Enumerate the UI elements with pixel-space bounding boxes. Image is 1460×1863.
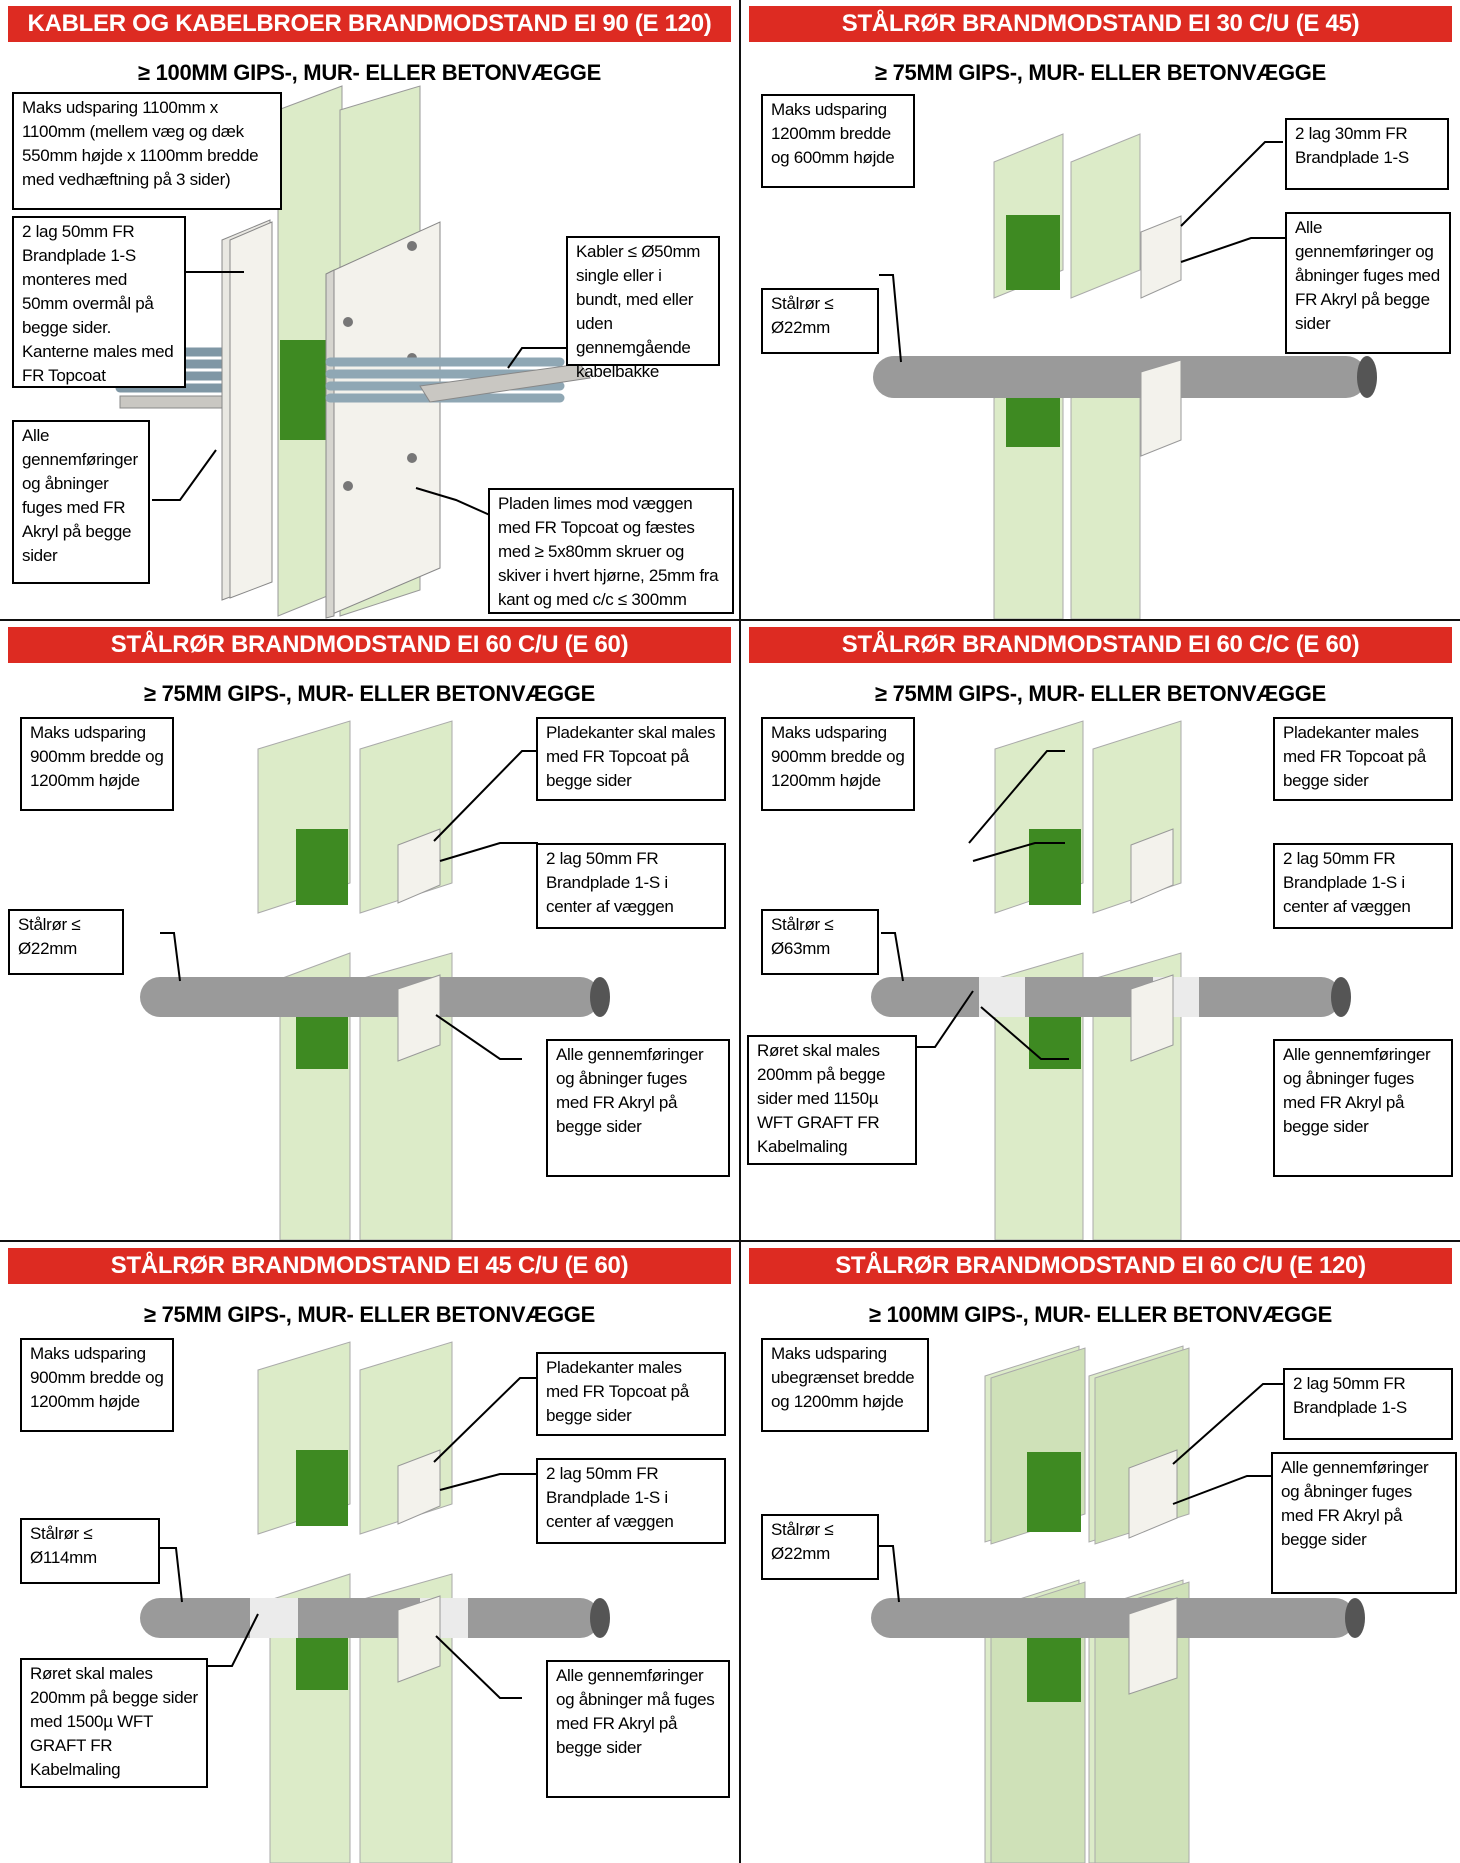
callout-pipe: Stålrør ≤ Ø114mm — [20, 1518, 160, 1584]
cable-penetration-illustration — [115, 85, 591, 619]
callout-pipe: Stålrør ≤ Ø63mm — [761, 909, 879, 975]
panel-subtitle: ≥ 75MM GIPS-, MUR- ELLER BETONVÆGGE — [144, 681, 595, 706]
panel-steel-pipe-ei45: STÅLRØR BRANDMODSTAND EI 45 C/U (E 60) ≥… — [0, 1242, 739, 1863]
column-divider — [739, 0, 741, 1863]
callout-pipe: Stålrør ≤ Ø22mm — [8, 909, 124, 975]
panel-subtitle: ≥ 75MM GIPS-, MUR- ELLER BETONVÆGGE — [875, 60, 1326, 85]
callout-opening: Maks udsparing 900mm bredde og 1200mm hø… — [20, 1338, 174, 1432]
steel-pipe-illustration — [140, 1341, 610, 1863]
callout-edges: Pladekanter skal males med FR Topcoat på… — [536, 717, 726, 801]
panel-subtitle: ≥ 75MM GIPS-, MUR- ELLER BETONVÆGGE — [144, 1302, 595, 1327]
callout-opening: Maks udsparing ubegrænset bredde og 1200… — [761, 1338, 929, 1432]
panel-steel-pipe-ei60-cu: STÅLRØR BRANDMODSTAND EI 60 C/U (E 60) ≥… — [0, 621, 739, 1240]
callout-opening: Maks udsparing 1100mm x 1100mm (mellem v… — [12, 92, 282, 210]
panel-subtitle: ≥ 100MM GIPS-, MUR- ELLER BETONVÆGGE — [138, 60, 601, 85]
callout-opening: Maks udsparing 900mm bredde og 1200mm hø… — [761, 717, 915, 811]
callout-board: 2 lag 50mm FR Brandplade 1-S monteres me… — [12, 216, 186, 388]
callout-opening: Maks udsparing 1200mm bredde og 600mm hø… — [761, 94, 915, 188]
callout-sealant: Alle gennemføringer og åbninger fuges me… — [546, 1039, 730, 1177]
panel-title: STÅLRØR BRANDMODSTAND EI 60 C/U (E 120) — [749, 1248, 1452, 1284]
callout-paint: Røret skal males 200mm på begge sider me… — [20, 1658, 208, 1788]
row-divider — [0, 1240, 1460, 1242]
callout-opening: Maks udsparing 900mm bredde og 1200mm hø… — [20, 717, 174, 811]
steel-pipe-illustration — [871, 1345, 1365, 1863]
callout-fixing: Pladen limes mod væggen med FR Topcoat o… — [488, 488, 734, 614]
callout-sealant: Alle gennemføringer og åbninger fuges me… — [1273, 1039, 1453, 1177]
steel-pipe-illustration — [873, 133, 1377, 619]
steel-pipe-illustration — [871, 720, 1351, 1240]
callout-board: 2 lag 50mm FR Brandplade 1-S — [1283, 1368, 1453, 1440]
panel-subtitle: ≥ 100MM GIPS-, MUR- ELLER BETONVÆGGE — [869, 1302, 1332, 1327]
panel-steel-pipe-ei60-cc: STÅLRØR BRANDMODSTAND EI 60 C/C (E 60) ≥… — [741, 621, 1460, 1240]
panel-subtitle: ≥ 75MM GIPS-, MUR- ELLER BETONVÆGGE — [875, 681, 1326, 706]
callout-cables: Kabler ≤ Ø50mm single eller i bundt, med… — [566, 236, 720, 381]
panel-title: STÅLRØR BRANDMODSTAND EI 60 C/U (E 60) — [8, 627, 731, 663]
panel-cables-ei90: KABLER OG KABELBROER BRANDMODSTAND EI 90… — [0, 0, 739, 619]
callout-sealant: Alle gennemføringer og åbninger fuges me… — [1285, 212, 1451, 354]
callout-sealant: Alle gennemføringer og åbninger fuges me… — [1271, 1452, 1457, 1594]
row-divider — [0, 619, 1460, 621]
callout-pipe: Stålrør ≤ Ø22mm — [761, 288, 879, 354]
callout-pipe: Stålrør ≤ Ø22mm — [761, 1514, 879, 1580]
panel-title: STÅLRØR BRANDMODSTAND EI 30 C/U (E 45) — [749, 6, 1452, 42]
panel-steel-pipe-ei60-e120: STÅLRØR BRANDMODSTAND EI 60 C/U (E 120) … — [741, 1242, 1460, 1863]
panel-title: KABLER OG KABELBROER BRANDMODSTAND EI 90… — [8, 6, 731, 42]
callout-edges: Pladekanter males med FR Topcoat på begg… — [1273, 717, 1453, 801]
callout-sealant: Alle gennemføringer og åbninger må fuges… — [546, 1660, 730, 1798]
panel-title: STÅLRØR BRANDMODSTAND EI 60 C/C (E 60) — [749, 627, 1452, 663]
callout-board: 2 lag 50mm FR Brandplade 1-S i center af… — [536, 1458, 726, 1544]
callout-board: 2 lag 30mm FR Brandplade 1-S — [1285, 118, 1449, 190]
callout-paint: Røret skal males 200mm på begge sider me… — [747, 1035, 917, 1165]
panel-title: STÅLRØR BRANDMODSTAND EI 45 C/U (E 60) — [8, 1248, 731, 1284]
callout-sealant: Alle gennemføringer og åbninger fuges me… — [12, 420, 150, 584]
callout-board: 2 lag 50mm FR Brandplade 1-S i center af… — [1273, 843, 1453, 929]
steel-pipe-illustration — [140, 720, 610, 1240]
callout-board: 2 lag 50mm FR Brandplade 1-S i center af… — [536, 843, 726, 929]
panel-steel-pipe-ei30: STÅLRØR BRANDMODSTAND EI 30 C/U (E 45) ≥… — [741, 0, 1460, 619]
callout-edges: Pladekanter males med FR Topcoat på begg… — [536, 1352, 726, 1436]
